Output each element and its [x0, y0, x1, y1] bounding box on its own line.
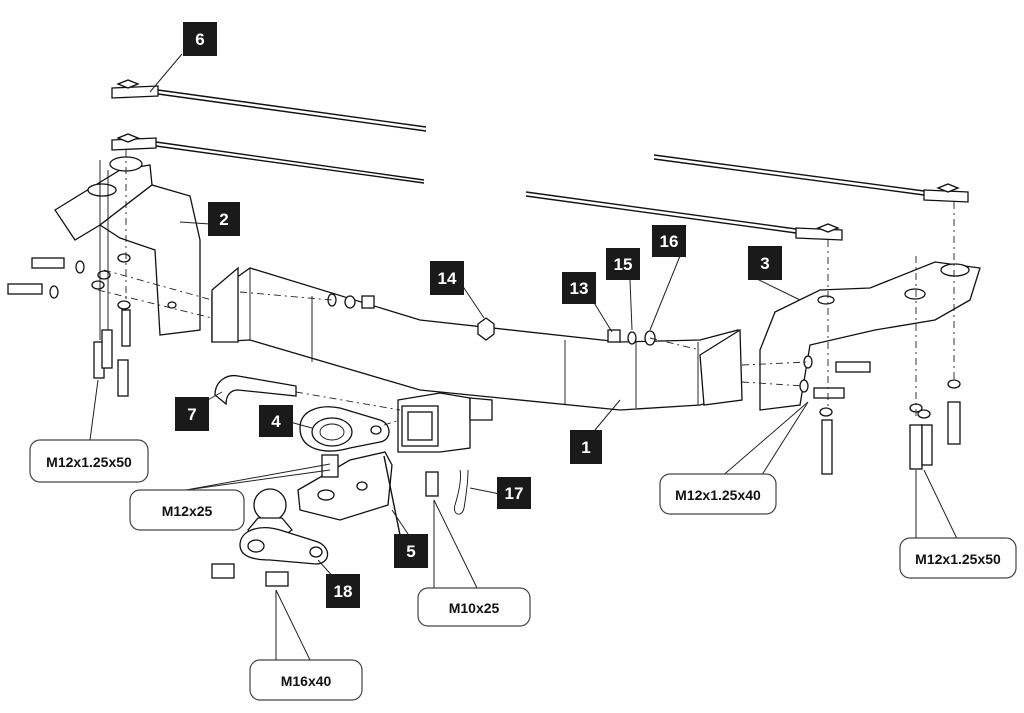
- part-number: 4: [271, 412, 281, 431]
- part-tag-13: 13: [562, 272, 596, 304]
- part-number: 18: [334, 582, 353, 601]
- part-number: 13: [570, 279, 589, 298]
- main-beam: [211, 266, 743, 411]
- part-number: 1: [581, 438, 590, 457]
- bolt-size-label: M12x1.25x40: [675, 487, 761, 503]
- callout-bolt-m12x25: M12x25: [129, 489, 245, 531]
- bolt-size-label: M12x1.25x50: [46, 454, 132, 470]
- bolt-size-callouts: M12x1.25x50 M12x25 M10x25 M16x40 M12x1.2…: [29, 439, 1017, 701]
- part-tag-5: 5: [394, 534, 428, 568]
- socket-plate-part-4: [299, 406, 390, 452]
- part-number: 14: [438, 269, 457, 288]
- part-number: 17: [505, 484, 524, 503]
- part-number: 7: [187, 405, 196, 424]
- part-tag-2: 2: [208, 202, 240, 236]
- part-number: 16: [660, 232, 679, 251]
- bolt-size-label: M12x1.25x50: [915, 551, 1001, 567]
- part-tag-7: 7: [175, 397, 209, 431]
- part-tag-17: 17: [497, 477, 531, 509]
- part-tag-3: 3: [748, 246, 782, 280]
- part-tag-14: 14: [430, 261, 464, 295]
- callout-bolt-left: M12x1.25x50: [29, 439, 149, 483]
- callout-bolt-m16x40: M16x40: [249, 659, 363, 701]
- callout-bolt-center-right: M12x1.25x40: [659, 473, 777, 515]
- part-number: 2: [219, 210, 228, 229]
- part-number: 3: [760, 254, 769, 273]
- callout-bolt-right: M12x1.25x50: [899, 537, 1017, 579]
- bolt-size-label: M10x25: [449, 600, 500, 616]
- part-tag-1: 1: [570, 430, 602, 464]
- left-bracket: [54, 156, 201, 336]
- callout-bolt-m10x25: M10x25: [417, 587, 531, 627]
- bolt-size-label: M12x25: [162, 503, 213, 519]
- part-tag-18: 18: [326, 574, 360, 608]
- alignment-lines: [97, 150, 955, 426]
- pin-part-7: [214, 374, 297, 406]
- receiver-tube: [397, 392, 493, 453]
- part-tag-16: 16: [652, 225, 686, 257]
- part-number: 15: [614, 255, 633, 274]
- part-tag-6: 6: [183, 22, 217, 56]
- part-tag-15: 15: [606, 248, 640, 280]
- part-number: 6: [195, 30, 204, 49]
- fasteners: [7, 160, 961, 587]
- bracket-part-5: [297, 451, 401, 536]
- part-number: 5: [406, 542, 415, 561]
- bolt-size-label: M16x40: [281, 673, 332, 689]
- part-tag-4: 4: [259, 405, 293, 437]
- tow-ball-part-18: [239, 488, 329, 565]
- right-bracket: [759, 261, 981, 411]
- mounting-straps: [111, 79, 969, 241]
- part-number-tags: 6 2 3 14 13 15 16 7: [175, 22, 782, 608]
